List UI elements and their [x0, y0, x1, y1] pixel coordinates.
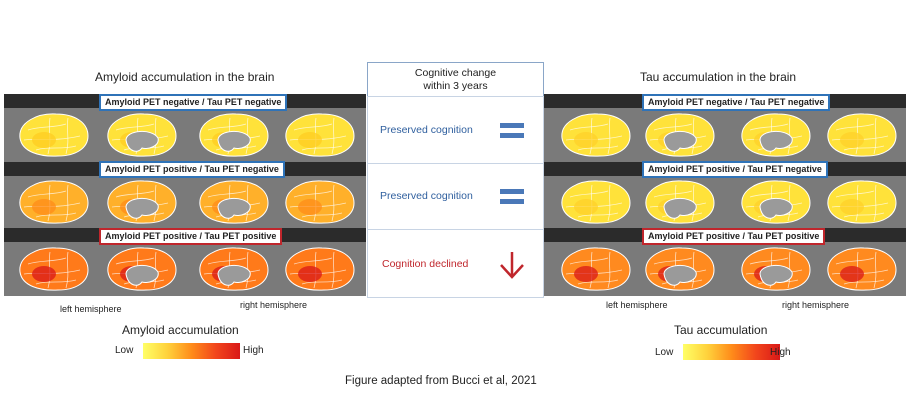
brain-icon — [561, 180, 631, 224]
tau-color-scale — [683, 344, 780, 360]
row-label-amyloid-neg-tau-neg: Amyloid PET negative / Tau PET negative — [99, 94, 288, 111]
divider — [368, 163, 543, 164]
brain-icon — [285, 113, 355, 157]
outcome-text-row-2: Preserved cognition — [380, 190, 473, 202]
brain-icon — [19, 247, 89, 291]
brain-icon — [199, 180, 269, 224]
amyloid-color-scale — [143, 343, 240, 359]
brain-icon — [19, 113, 89, 157]
figure-caption: Figure adapted from Bucci et al, 2021 — [345, 375, 537, 387]
brain-icon — [645, 113, 715, 157]
brain-icon — [285, 180, 355, 224]
brain-icon — [741, 113, 811, 157]
row-label-amyloid-pos-tau-pos: Amyloid PET positive / Tau PET positive — [99, 228, 283, 245]
brain-icon — [741, 180, 811, 224]
brain-icon — [741, 247, 811, 291]
brain-icon — [107, 247, 177, 291]
row-label-amyloid-pos-tau-pos: Amyloid PET positive / Tau PET positive — [642, 228, 826, 245]
cognitive-outcome-column — [367, 96, 544, 298]
row-label-amyloid-pos-tau-neg: Amyloid PET positive / Tau PET negative — [642, 161, 828, 178]
brain-icon — [285, 247, 355, 291]
cognitive-change-subheader: within 3 years — [423, 80, 488, 92]
brain-icon — [827, 113, 897, 157]
brain-icon — [827, 180, 897, 224]
equals-icon — [500, 189, 524, 204]
right-hemisphere-label: right hemisphere — [782, 300, 850, 310]
amyloid-legend-title: Amyloid accumulation — [122, 323, 239, 337]
cognitive-change-header-box: Cognitive change within 3 years — [367, 62, 544, 97]
brain-icon — [561, 113, 631, 157]
divider — [368, 229, 543, 230]
brain-icon — [199, 113, 269, 157]
amyloid-legend-low: Low — [115, 345, 134, 356]
brain-icon — [645, 180, 715, 224]
equals-icon — [500, 123, 524, 138]
tau-legend-high: High — [770, 347, 791, 358]
row-label-amyloid-neg-tau-neg: Amyloid PET negative / Tau PET negative — [642, 94, 831, 111]
tau-legend-low: Low — [655, 347, 674, 358]
down-arrow-icon — [500, 252, 524, 279]
tau-legend-title: Tau accumulation — [674, 323, 768, 337]
brain-icon — [561, 247, 631, 291]
amyloid-panel-title: Amyloid accumulation in the brain — [95, 70, 275, 84]
row-label-amyloid-pos-tau-neg: Amyloid PET positive / Tau PET negative — [99, 161, 285, 178]
brain-icon — [645, 247, 715, 291]
outcome-text-row-1: Preserved cognition — [380, 124, 473, 136]
brain-icon — [107, 180, 177, 224]
brain-icon — [199, 247, 269, 291]
outcome-text-row-3: Cognition declined — [382, 258, 469, 270]
cognitive-change-header: Cognitive change — [414, 67, 497, 79]
brain-icon — [107, 113, 177, 157]
left-hemisphere-label: left hemisphere — [606, 300, 668, 310]
brain-icon — [827, 247, 897, 291]
tau-panel-title: Tau accumulation in the brain — [640, 70, 797, 84]
amyloid-legend-high: High — [243, 345, 264, 356]
brain-icon — [19, 180, 89, 224]
left-hemisphere-label: left hemisphere — [60, 304, 122, 314]
right-hemisphere-label: right hemisphere — [240, 300, 308, 310]
